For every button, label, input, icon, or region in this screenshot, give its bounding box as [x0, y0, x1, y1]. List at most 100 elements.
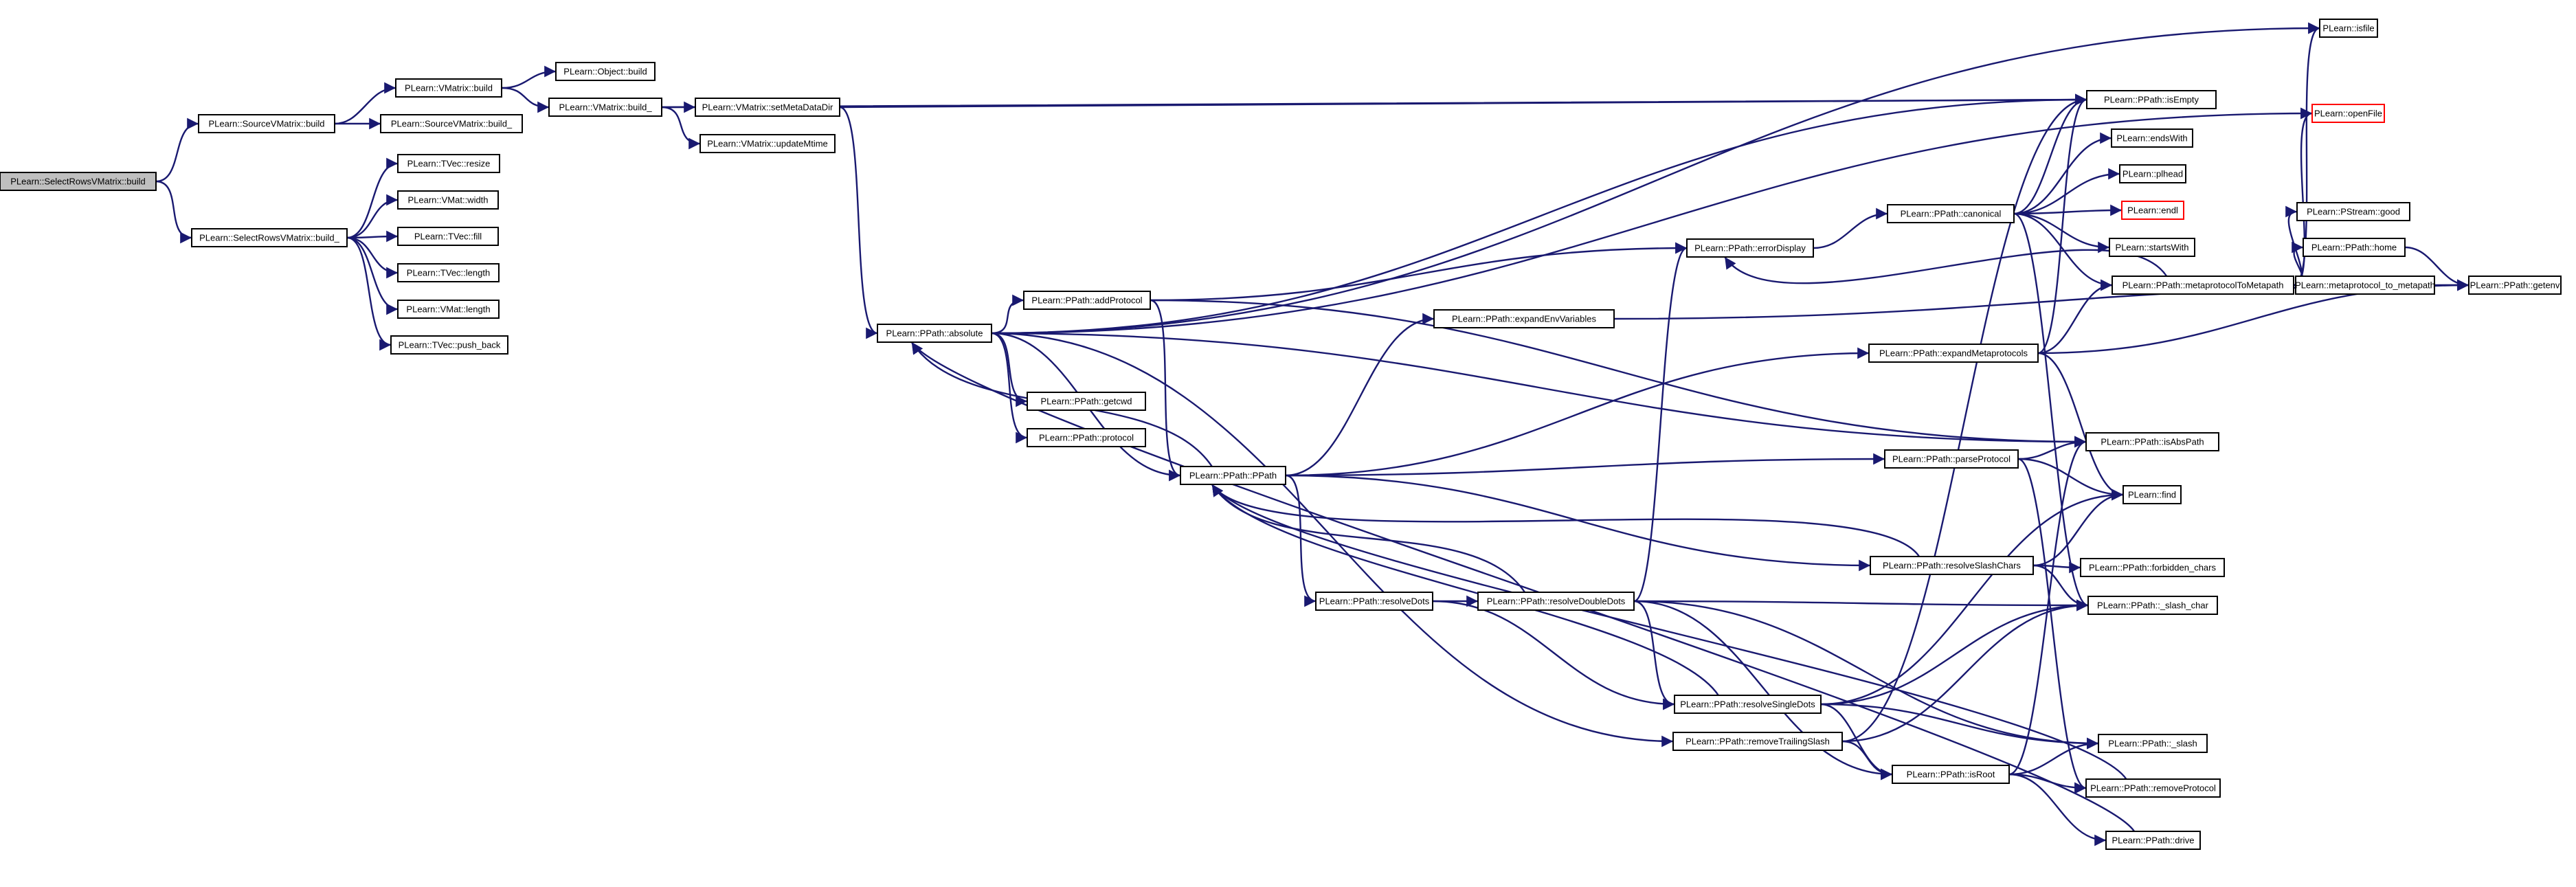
node-box[interactable] [2121, 201, 2184, 220]
node-box[interactable] [548, 98, 662, 117]
graph-node-n24[interactable]: PLearn::PPath::canonical [1887, 204, 2015, 223]
graph-node-n48[interactable]: PLearn::metaprotocol_to_metapath [2295, 276, 2435, 295]
node-box[interactable] [2119, 164, 2186, 183]
node-box[interactable] [1887, 204, 2015, 223]
graph-node-n8[interactable]: PLearn::VMatrix::updateMtime [699, 134, 836, 153]
node-box[interactable] [0, 172, 157, 191]
node-box[interactable] [2105, 831, 2201, 850]
node-box[interactable] [699, 134, 836, 153]
graph-node-n13[interactable]: PLearn::VMat::length [397, 300, 500, 319]
graph-node-n10[interactable]: PLearn::VMat::width [397, 190, 499, 210]
node-box[interactable] [1180, 466, 1286, 485]
node-box[interactable] [2098, 734, 2208, 753]
graph-node-n45[interactable]: PLearn::openFile [2311, 104, 2385, 123]
node-box[interactable] [198, 114, 335, 133]
graph-node-n5[interactable]: PLearn::Object::build [555, 62, 656, 81]
graph-node-n41[interactable]: PLearn::PPath::_slash [2098, 734, 2208, 753]
graph-node-n7[interactable]: PLearn::VMatrix::setMetaDataDir [695, 98, 840, 117]
node-box[interactable] [1315, 592, 1433, 611]
node-box[interactable] [695, 98, 840, 117]
node-box[interactable] [2311, 104, 2385, 123]
graph-node-n37[interactable]: PLearn::PPath::isAbsPath [2085, 432, 2219, 451]
node-box[interactable] [397, 154, 500, 173]
graph-node-n42[interactable]: PLearn::PPath::removeProtocol [2085, 778, 2221, 798]
graph-node-n38[interactable]: PLearn::find [2123, 485, 2182, 504]
node-box[interactable] [2080, 558, 2225, 577]
node-box[interactable] [1868, 344, 2039, 363]
graph-node-n39[interactable]: PLearn::PPath::forbidden_chars [2080, 558, 2225, 577]
graph-node-n6[interactable]: PLearn::VMatrix::build_ [548, 98, 662, 117]
graph-node-n32[interactable]: PLearn::endsWith [2111, 128, 2193, 148]
node-box[interactable] [397, 300, 500, 319]
graph-node-n0[interactable]: PLearn::SelectRowsVMatrix::build [0, 172, 157, 191]
node-box[interactable] [397, 263, 500, 282]
graph-node-n21[interactable]: PLearn::PPath::errorDisplay [1686, 238, 1814, 258]
node-box[interactable] [390, 335, 508, 355]
node-box[interactable] [1477, 592, 1635, 611]
node-box[interactable] [2111, 128, 2193, 148]
graph-node-n33[interactable]: PLearn::plhead [2119, 164, 2186, 183]
graph-node-n35[interactable]: PLearn::startsWith [2109, 238, 2195, 257]
node-box[interactable] [1870, 556, 2034, 575]
node-box[interactable] [1672, 732, 1843, 751]
graph-node-n34[interactable]: PLearn::endl [2121, 201, 2184, 220]
graph-node-n22[interactable]: PLearn::PPath::resolveDots [1315, 592, 1433, 611]
graph-node-n28[interactable]: PLearn::PPath::resolveSingleDots [1674, 695, 1822, 714]
node-box[interactable] [877, 324, 992, 343]
graph-node-n29[interactable]: PLearn::PPath::removeTrailingSlash [1672, 732, 1843, 751]
node-box[interactable] [2303, 238, 2406, 257]
graph-node-n2[interactable]: PLearn::SelectRowsVMatrix::build_ [191, 228, 348, 247]
node-box[interactable] [1027, 392, 1146, 411]
node-box[interactable] [555, 62, 656, 81]
node-box[interactable] [191, 228, 348, 247]
node-box[interactable] [395, 78, 502, 98]
graph-node-n19[interactable]: PLearn::PPath::PPath [1180, 466, 1286, 485]
graph-node-n3[interactable]: PLearn::VMatrix::build [395, 78, 502, 98]
node-box[interactable] [2085, 432, 2219, 451]
graph-node-n11[interactable]: PLearn::TVec::fill [397, 227, 499, 246]
graph-node-n31[interactable]: PLearn::PPath::isEmpty [2086, 90, 2217, 109]
graph-node-n12[interactable]: PLearn::TVec::length [397, 263, 500, 282]
graph-node-n9[interactable]: PLearn::TVec::resize [397, 154, 500, 173]
node-box[interactable] [397, 190, 499, 210]
node-box[interactable] [380, 114, 523, 133]
node-box[interactable] [1892, 765, 2010, 784]
node-box[interactable] [2086, 90, 2217, 109]
graph-node-n4[interactable]: PLearn::SourceVMatrix::build_ [380, 114, 523, 133]
node-box[interactable] [397, 227, 499, 246]
node-box[interactable] [1023, 291, 1151, 310]
node-box[interactable] [1884, 449, 2019, 469]
node-box[interactable] [1686, 238, 1814, 258]
node-box[interactable] [1433, 309, 1615, 328]
node-box[interactable] [2319, 19, 2378, 38]
graph-node-n26[interactable]: PLearn::PPath::parseProtocol [1884, 449, 2019, 469]
node-box[interactable] [2468, 276, 2562, 295]
graph-node-n1[interactable]: PLearn::SourceVMatrix::build [198, 114, 335, 133]
graph-node-n20[interactable]: PLearn::PPath::expandEnvVariables [1433, 309, 1615, 328]
graph-node-n49[interactable]: PLearn::PPath::getenv [2468, 276, 2562, 295]
node-box[interactable] [2087, 596, 2218, 615]
graph-node-n17[interactable]: PLearn::PPath::getcwd [1027, 392, 1146, 411]
node-box[interactable] [2109, 238, 2195, 257]
graph-node-n23[interactable]: PLearn::PPath::resolveDoubleDots [1477, 592, 1635, 611]
graph-node-n46[interactable]: PLearn::PStream::good [2296, 202, 2410, 221]
node-box[interactable] [1674, 695, 1822, 714]
node-box[interactable] [2112, 276, 2294, 295]
graph-node-n43[interactable]: PLearn::PPath::drive [2105, 831, 2201, 850]
graph-node-n44[interactable]: PLearn::isfile [2319, 19, 2378, 38]
graph-node-n27[interactable]: PLearn::PPath::resolveSlashChars [1870, 556, 2034, 575]
node-box[interactable] [2085, 778, 2221, 798]
node-box[interactable] [1027, 428, 1146, 447]
graph-node-n18[interactable]: PLearn::PPath::protocol [1027, 428, 1146, 447]
graph-node-n15[interactable]: PLearn::PPath::absolute [877, 324, 992, 343]
node-box[interactable] [2295, 276, 2435, 295]
graph-node-n36[interactable]: PLearn::PPath::metaprotocolToMetapath [2112, 276, 2294, 295]
graph-node-n30[interactable]: PLearn::PPath::isRoot [1892, 765, 2010, 784]
graph-node-n14[interactable]: PLearn::TVec::push_back [390, 335, 508, 355]
graph-node-n16[interactable]: PLearn::PPath::addProtocol [1023, 291, 1151, 310]
graph-node-n47[interactable]: PLearn::PPath::home [2303, 238, 2406, 257]
node-box[interactable] [2296, 202, 2410, 221]
node-box[interactable] [2123, 485, 2182, 504]
graph-node-n40[interactable]: PLearn::PPath::_slash_char [2087, 596, 2218, 615]
graph-node-n25[interactable]: PLearn::PPath::expandMetaprotocols [1868, 344, 2039, 363]
